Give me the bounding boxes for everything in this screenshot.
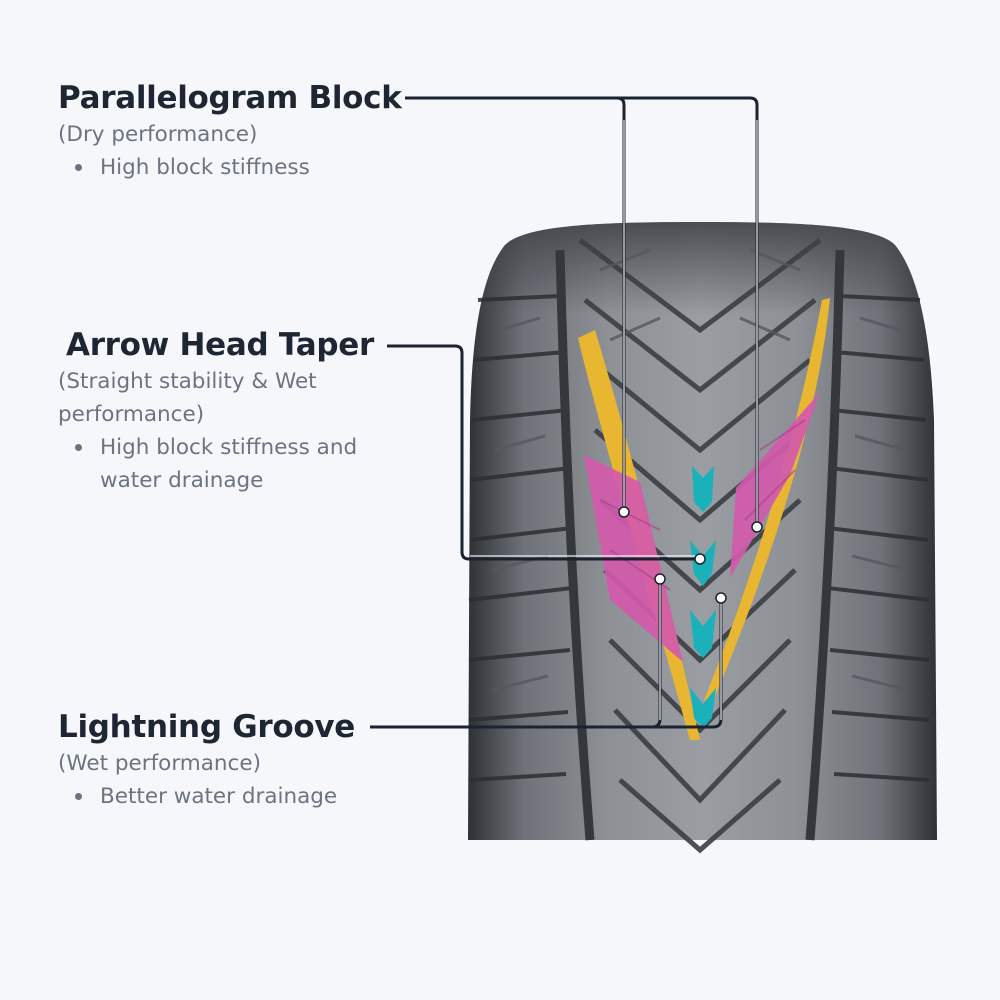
leader-dots	[618, 506, 763, 604]
feature-bullet: Better water drainage	[58, 780, 355, 813]
feature-title: Lightning Groove	[58, 709, 355, 745]
feature-bullet: High block stiffness	[58, 151, 402, 184]
feature-subtitle: (Straight stability & Wet performance)	[58, 369, 317, 427]
feature-subtitle: (Wet performance)	[58, 751, 261, 776]
feature-title: Parallelogram Block	[58, 80, 402, 116]
feature-bullets: Better water drainage	[58, 780, 355, 813]
feature-bullets: High block stiffness and water drainage	[58, 431, 400, 497]
parallelogram-block-right	[730, 392, 820, 578]
feature-bullet: High block stiffness and water drainage	[58, 431, 400, 497]
feature-lightning-groove: Lightning Groove (Wet performance) Bette…	[58, 709, 355, 813]
tire-tread-illustration	[468, 222, 937, 854]
feature-arrow-head-taper: Arrow Head Taper (Straight stability & W…	[58, 327, 400, 497]
feature-title: Arrow Head Taper	[66, 327, 374, 363]
feature-bullets: High block stiffness	[58, 151, 402, 184]
feature-subtitle: (Dry performance)	[58, 122, 258, 147]
lightning-groove-right	[704, 298, 830, 704]
feature-parallelogram-block: Parallelogram Block (Dry performance) Hi…	[58, 80, 402, 184]
